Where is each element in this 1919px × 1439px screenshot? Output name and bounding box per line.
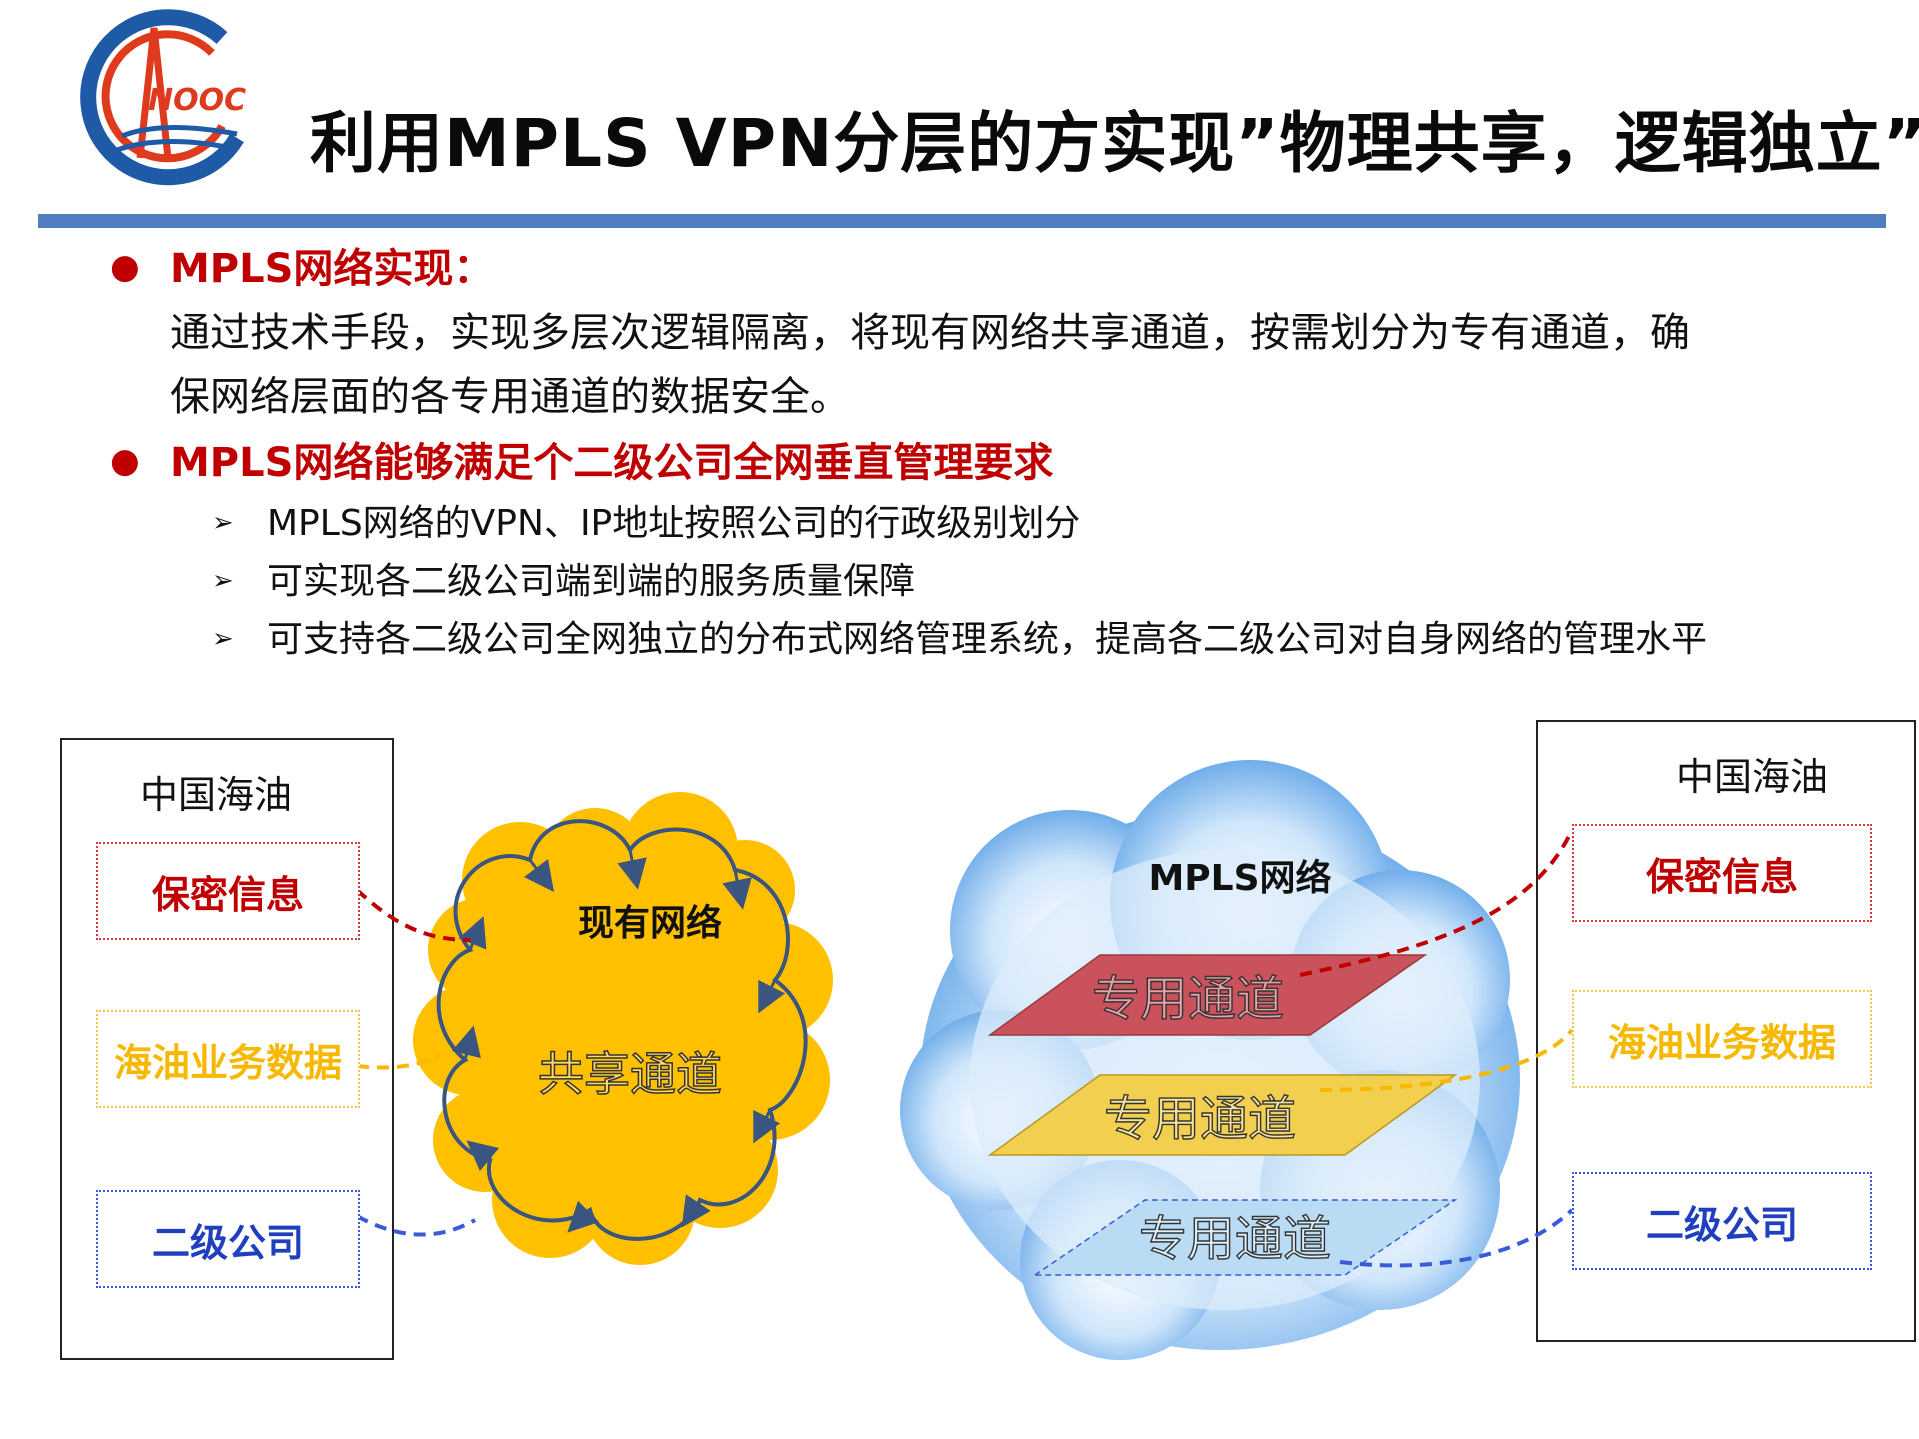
cnooc-logo: NOOC xyxy=(80,9,246,186)
bullet-heading-vertical-management: ●MPLS网络能够满足个二级公司全网垂直管理要求 xyxy=(110,440,1054,486)
logo-text: NOOC xyxy=(148,83,246,118)
page-title: 利用MPLS VPN分层的方实现”物理共享，逻辑独立” xyxy=(310,105,1919,182)
right-subsidiary-connector xyxy=(1339,1208,1574,1268)
bullet-dot-icon: ● xyxy=(110,247,140,287)
sub-item-network-management: ➢可支持各二级公司全网独立的分布式网络管理系统，提高各二级公司对自身网络的管理水… xyxy=(212,619,1708,660)
left-subsidiary-connector xyxy=(356,1214,476,1237)
bullet1-line-2: 保网络层面的各专用通道的数据安全。 xyxy=(170,374,850,420)
title-divider xyxy=(38,214,1886,228)
arrow-bullet-icon: ➢ xyxy=(212,508,234,538)
right-frame-label: 中国海油 xyxy=(1676,755,1829,799)
bullet-heading-mpls-implementation: ●MPLS网络实现： xyxy=(110,246,494,292)
right-tag-subsidiary: 二级公司 xyxy=(1572,1172,1872,1270)
dedicated-channel-plane-red xyxy=(987,954,1428,1036)
left-business-data-connector xyxy=(356,1053,441,1070)
left-tag-confidential: 保密信息 xyxy=(96,842,360,940)
existing-network-cloud: 现有网络 共享通道 xyxy=(413,792,833,1265)
mpls-network-label: MPLS网络 xyxy=(1148,857,1331,899)
sub-item-qos: ➢可实现各二级公司端到端的服务质量保障 xyxy=(212,561,916,602)
right-cnooc-frame xyxy=(1536,720,1916,1342)
arrow-bullet-icon: ➢ xyxy=(212,624,234,654)
dedicated-channel-plane-blue xyxy=(1032,1199,1458,1276)
sub-item-vpn-ip: ➢MPLS网络的VPN、IP地址按照公司的行政级别划分 xyxy=(212,503,1081,544)
shared-channel-label: 共享通道 xyxy=(538,1047,722,1101)
dedicated-channel-label-1: 专用通道 xyxy=(1092,971,1284,1027)
left-tag-subsidiary: 二级公司 xyxy=(96,1190,360,1288)
arrow-bullet-icon: ➢ xyxy=(212,566,234,596)
dedicated-channel-label-2: 专用通道 xyxy=(1104,1091,1296,1147)
bullet-dot-icon: ● xyxy=(110,441,140,481)
right-business-data-connector xyxy=(1319,1028,1574,1092)
dedicated-channel-label-3: 专用通道 xyxy=(1139,1211,1331,1267)
mpls-network-cloud: MPLS网络 专用通道 专用通道 专用通道 xyxy=(900,760,1520,1360)
left-frame-label: 中国海油 xyxy=(140,773,293,817)
right-tag-business-data: 海油业务数据 xyxy=(1572,990,1872,1088)
left-tag-business-data: 海油业务数据 xyxy=(96,1010,360,1108)
bullet1-line-1: 通过技术手段，实现多层次逻辑隔离，将现有网络共享通道，按需划分为专有通道，确 xyxy=(170,310,1690,356)
left-cnooc-frame xyxy=(60,738,394,1360)
existing-network-label: 现有网络 xyxy=(578,902,722,944)
right-tag-confidential: 保密信息 xyxy=(1572,824,1872,922)
dedicated-channel-plane-yellow xyxy=(987,1074,1458,1156)
right-confidential-connector xyxy=(1299,829,1574,977)
left-confidential-connector xyxy=(355,888,471,942)
